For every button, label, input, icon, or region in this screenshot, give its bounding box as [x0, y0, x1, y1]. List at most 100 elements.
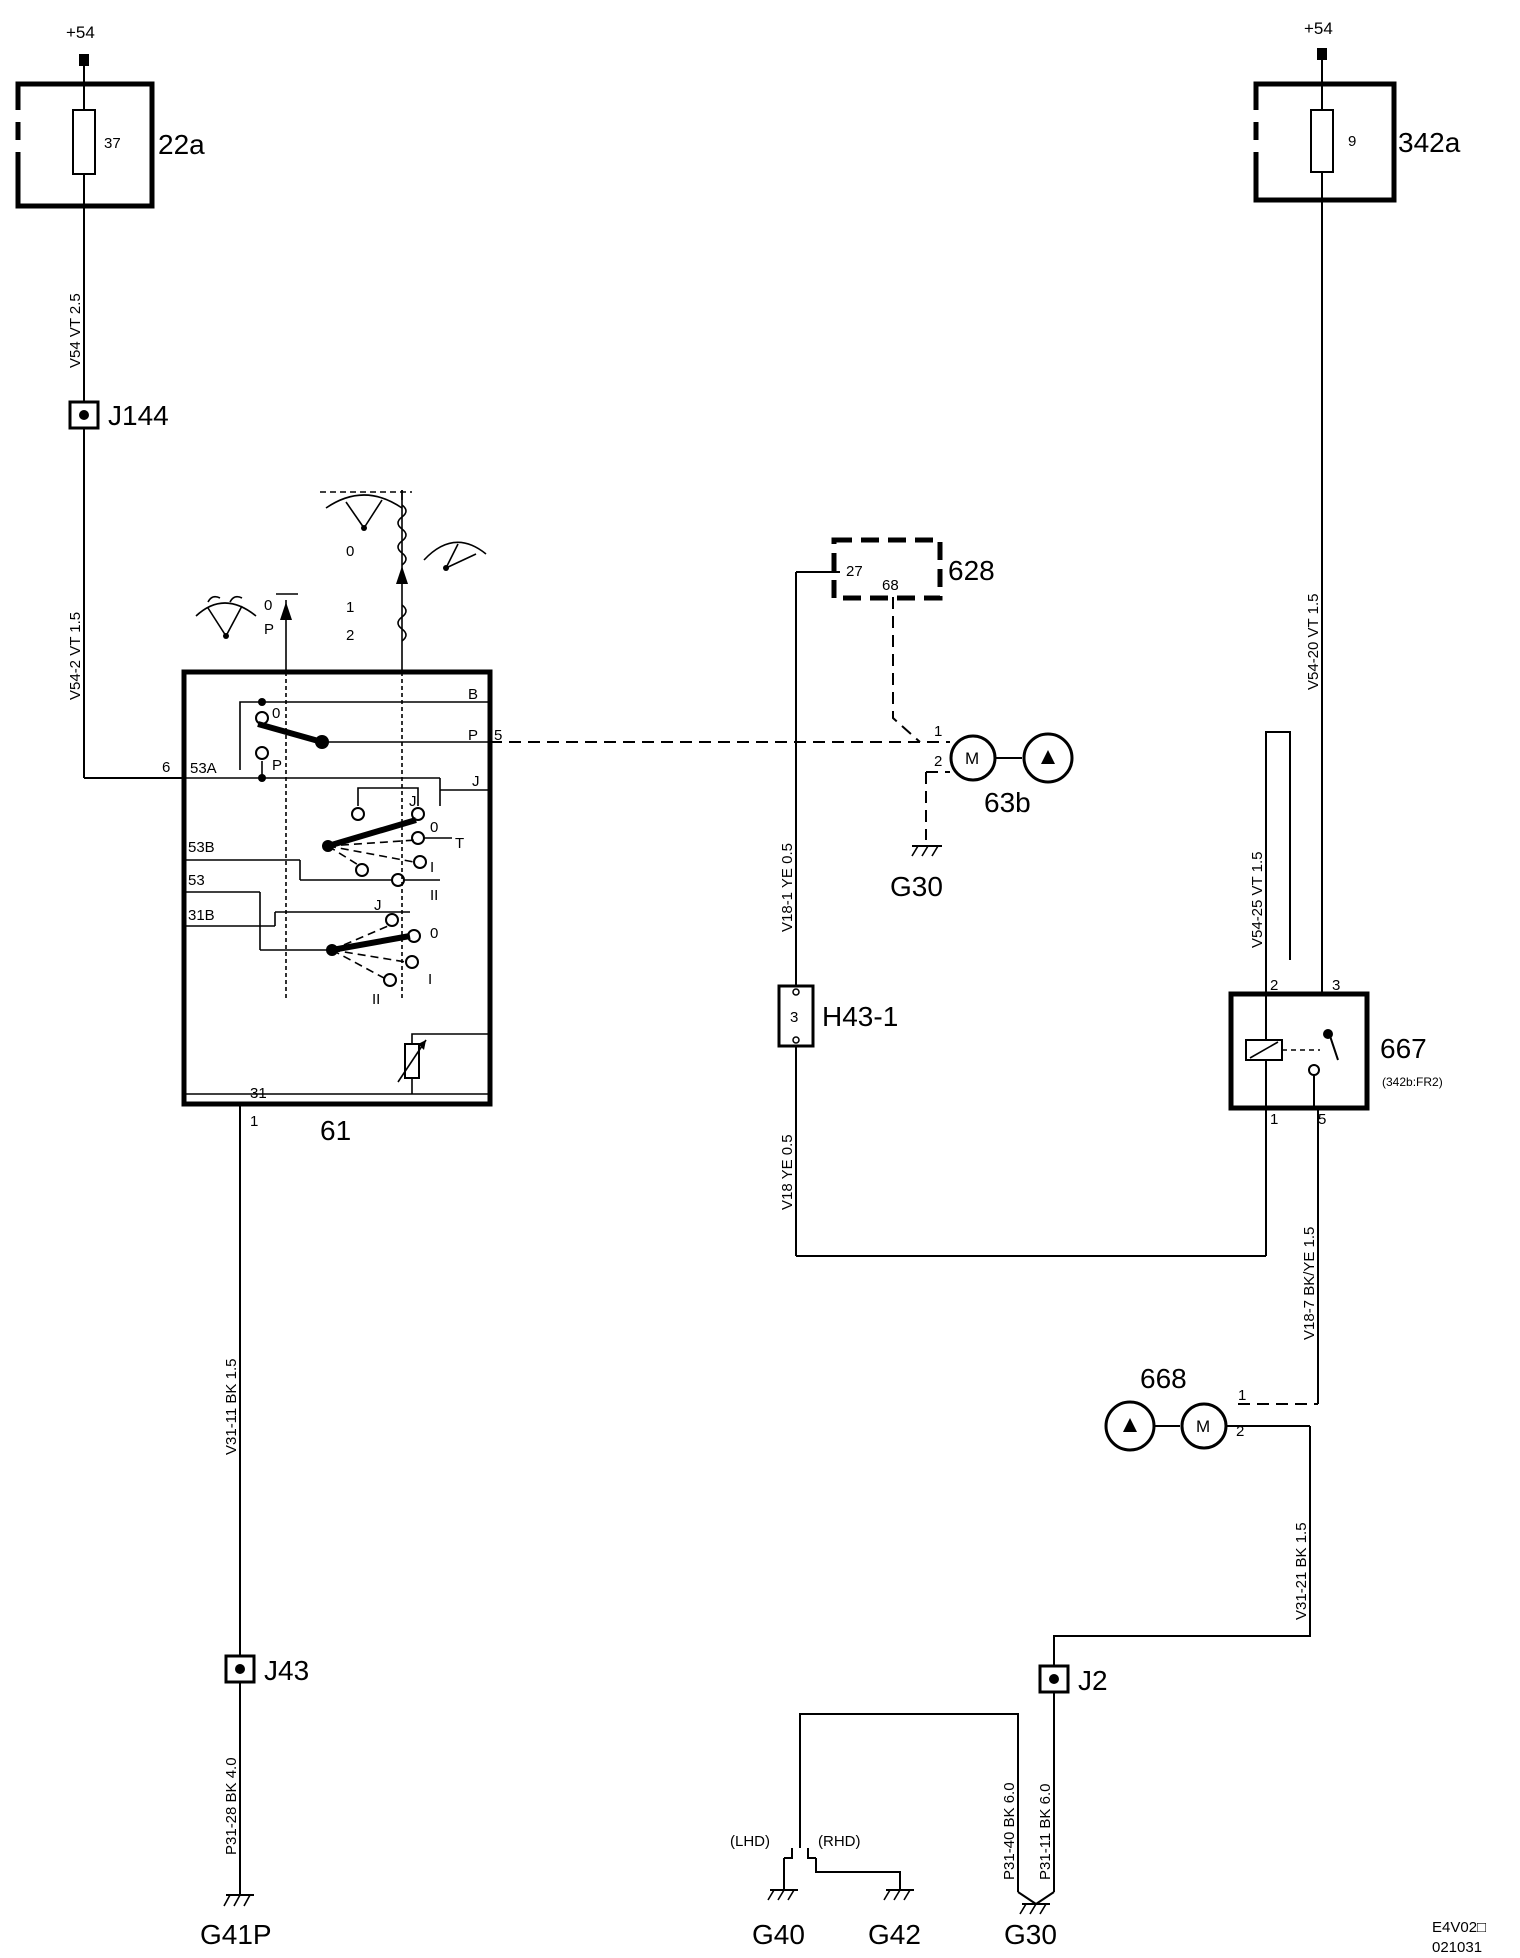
wire-label-v18-7: V18-7 BK/YE 1.5: [1301, 1227, 1318, 1340]
svg-text:68: 68: [882, 577, 899, 594]
junction-j2: J2: [1038, 1664, 1108, 1696]
motor-63b: 1 2 M 63b: [926, 723, 1074, 818]
svg-text:5: 5: [494, 727, 502, 744]
svg-text:(LHD): (LHD): [730, 1833, 770, 1850]
svg-text:G41P: G41P: [200, 1919, 272, 1950]
svg-text:0: 0: [272, 705, 280, 722]
svg-text:1: 1: [250, 1113, 258, 1130]
svg-text:3: 3: [1332, 977, 1340, 994]
svg-text:M: M: [1196, 1417, 1210, 1436]
svg-text:I: I: [428, 971, 432, 988]
wire-label-v54-20: V54-20 VT 1.5: [1305, 594, 1322, 690]
wire-label-v54-25: V54-25 VT 1.5: [1249, 852, 1266, 948]
svg-text:53: 53: [188, 872, 205, 889]
svg-text:J2: J2: [1078, 1665, 1108, 1696]
wiper-slow-icon: [320, 491, 412, 531]
ground-g40-icon: G40: [752, 1889, 805, 1950]
wire-label-v54: V54 VT 2.5: [67, 293, 84, 368]
svg-text:H43-1: H43-1: [822, 1001, 898, 1032]
svg-text:667: 667: [1380, 1033, 1427, 1064]
fuse-box-22a: 37 22a: [15, 81, 205, 209]
svg-text:I: I: [430, 859, 434, 876]
svg-text:1: 1: [1238, 1387, 1246, 1404]
svg-text:2: 2: [1236, 1423, 1244, 1440]
wire-label-p31-40: P31-40 BK 6.0: [1001, 1782, 1018, 1880]
svg-text:B: B: [468, 686, 478, 703]
svg-text:G42: G42: [868, 1919, 921, 1950]
svg-text:63b: 63b: [984, 787, 1031, 818]
svg-text:P: P: [468, 727, 478, 744]
svg-text:1: 1: [346, 599, 354, 616]
svg-text:342a: 342a: [1398, 127, 1461, 158]
svg-text:(RHD): (RHD): [818, 1833, 861, 1850]
svg-text:0: 0: [264, 597, 272, 614]
wire-label-v54-2: V54-2 VT 1.5: [67, 612, 84, 700]
right-supply: +54: [1304, 19, 1333, 958]
connector-628: 27 68 628: [831, 537, 995, 601]
svg-text:0: 0: [346, 543, 354, 560]
svg-text:+54: +54: [1304, 19, 1333, 38]
junction-j43: J43: [224, 1654, 309, 1895]
svg-text:61: 61: [320, 1115, 351, 1146]
wiper-switch-61: 61 6 53A 53B 53 31B 31 1 B P 5 J: [162, 490, 502, 1146]
fuse-box-342a: 9 342a: [1253, 81, 1461, 203]
svg-text:J144: J144: [108, 400, 169, 431]
svg-text:P: P: [272, 757, 282, 774]
svg-text:1: 1: [1270, 1111, 1278, 1128]
ground-g30-top-icon: G30: [890, 772, 943, 902]
diagram-code: E4V02□: [1432, 1919, 1486, 1936]
svg-text:9: 9: [1348, 133, 1356, 150]
junction-j144: J144: [68, 400, 186, 779]
svg-text:1: 1: [934, 723, 942, 740]
svg-text:J: J: [472, 773, 480, 790]
svg-text:G40: G40: [752, 1919, 805, 1950]
svg-text:+54: +54: [66, 23, 95, 42]
ground-g30-bottom-icon: G30: [1004, 1891, 1057, 1950]
motor-668: 668 M 1 2: [1104, 1363, 1310, 1452]
wiper-fast-icon: [423, 541, 487, 571]
svg-text:J: J: [409, 793, 417, 810]
relay-667: 2 3 1 5 667 (342b:FR2): [1228, 958, 1443, 1128]
wire-label-v18-1: V18-1 YE 0.5: [779, 843, 796, 932]
svg-text:668: 668: [1140, 1363, 1187, 1394]
svg-text:628: 628: [948, 555, 995, 586]
svg-text:6: 6: [162, 759, 170, 776]
fuse-9-icon: [1310, 109, 1334, 173]
svg-text:0: 0: [430, 819, 438, 836]
wire-label-v18: V18 YE 0.5: [779, 1134, 796, 1210]
svg-text:53A: 53A: [190, 760, 217, 777]
svg-text:II: II: [430, 887, 438, 904]
ground-g42-icon: G42: [868, 1889, 921, 1950]
ground-g41p-icon: G41P: [200, 1894, 272, 1950]
wire-label-p31-28: P31-28 BK 4.0: [223, 1757, 240, 1855]
lhd-rhd-selector: (LHD) (RHD): [730, 1833, 901, 1890]
connector-h43-1: 3 H43-1: [777, 984, 898, 1048]
svg-text:M: M: [965, 749, 979, 768]
svg-text:27: 27: [846, 563, 863, 580]
svg-text:31B: 31B: [188, 907, 215, 924]
svg-text:J43: J43: [264, 1655, 309, 1686]
svg-text:0: 0: [430, 925, 438, 942]
wiper-intermittent-icon: [195, 595, 257, 639]
svg-text:J: J: [374, 897, 382, 914]
wire-label-v31-11: V31-11 BK 1.5: [223, 1359, 240, 1455]
svg-text:II: II: [372, 991, 380, 1008]
svg-text:53B: 53B: [188, 839, 215, 856]
svg-text:2: 2: [934, 753, 942, 770]
wire-label-p31-11: P31-11 BK 6.0: [1037, 1784, 1054, 1880]
svg-text:(342b:FR2): (342b:FR2): [1382, 1075, 1443, 1089]
svg-text:22a: 22a: [158, 129, 205, 160]
svg-text:T: T: [455, 835, 464, 852]
svg-text:G30: G30: [1004, 1919, 1057, 1950]
svg-text:5: 5: [1318, 1111, 1326, 1128]
svg-text:3: 3: [790, 1009, 798, 1026]
svg-text:2: 2: [346, 627, 354, 644]
wire-label-v31-21: V31-21 BK 1.5: [1293, 1522, 1310, 1620]
svg-text:P: P: [264, 621, 274, 638]
svg-text:G30: G30: [890, 871, 943, 902]
svg-text:2: 2: [1270, 977, 1278, 994]
fuse-37-icon: [72, 109, 96, 175]
svg-text:37: 37: [104, 135, 121, 152]
diagram-date: 021031: [1432, 1939, 1482, 1956]
